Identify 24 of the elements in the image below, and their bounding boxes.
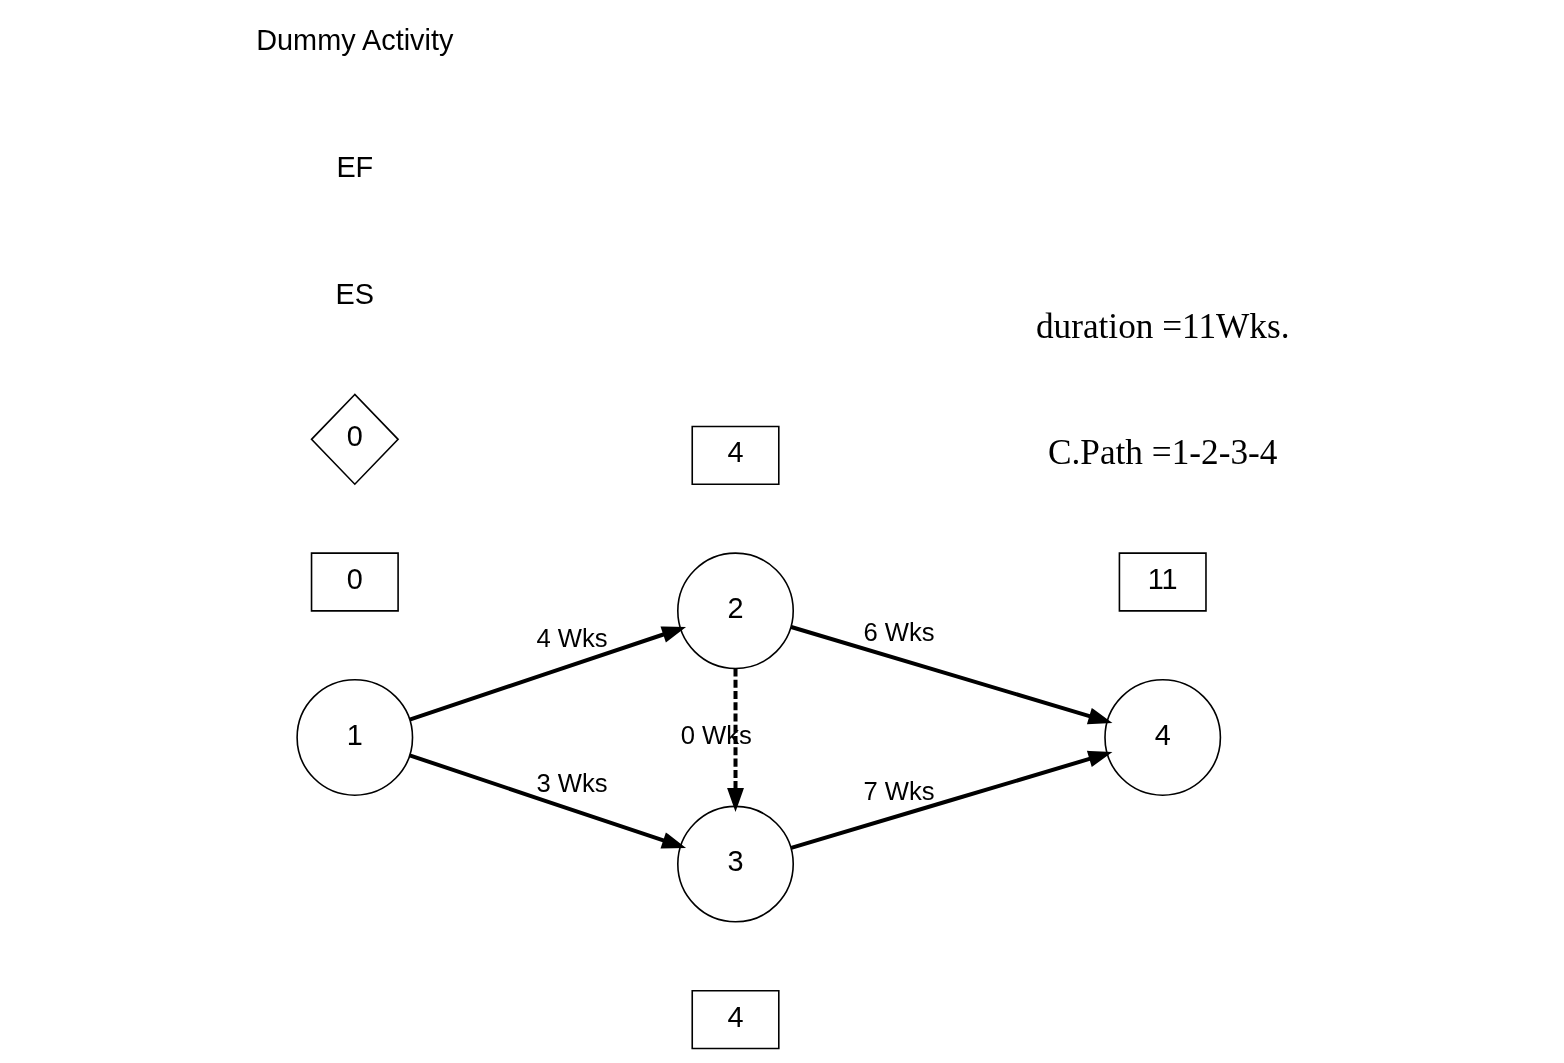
edge-label: 4 Wks: [536, 624, 608, 653]
arrow: [790, 750, 1113, 850]
edge-label: 3 Wks: [536, 768, 608, 797]
node-circle: 2: [677, 552, 794, 670]
arrow: [409, 626, 687, 722]
label: EF: [336, 151, 374, 184]
node-diamond: 0: [310, 393, 400, 486]
edge-label: 0 Wks: [680, 720, 752, 749]
node-box: 11: [1118, 552, 1207, 612]
label: Dummy Activity: [256, 24, 454, 57]
node-circle: 4: [1104, 678, 1222, 796]
arrow: [409, 753, 687, 849]
node-circle: 3: [677, 805, 794, 923]
edge-label: 7 Wks: [863, 776, 935, 805]
node-box: 4: [691, 989, 780, 1050]
arrow: [790, 625, 1113, 725]
node-box: 0: [310, 552, 399, 612]
label: duration =11Wks.: [1035, 306, 1290, 346]
arrow: [727, 668, 744, 813]
node-box: 4: [691, 425, 780, 485]
label: C.Path =1-2-3-4: [1048, 433, 1278, 473]
edge-label: 6 Wks: [863, 617, 935, 646]
label: ES: [335, 277, 375, 310]
node-circle: 1: [296, 678, 414, 796]
